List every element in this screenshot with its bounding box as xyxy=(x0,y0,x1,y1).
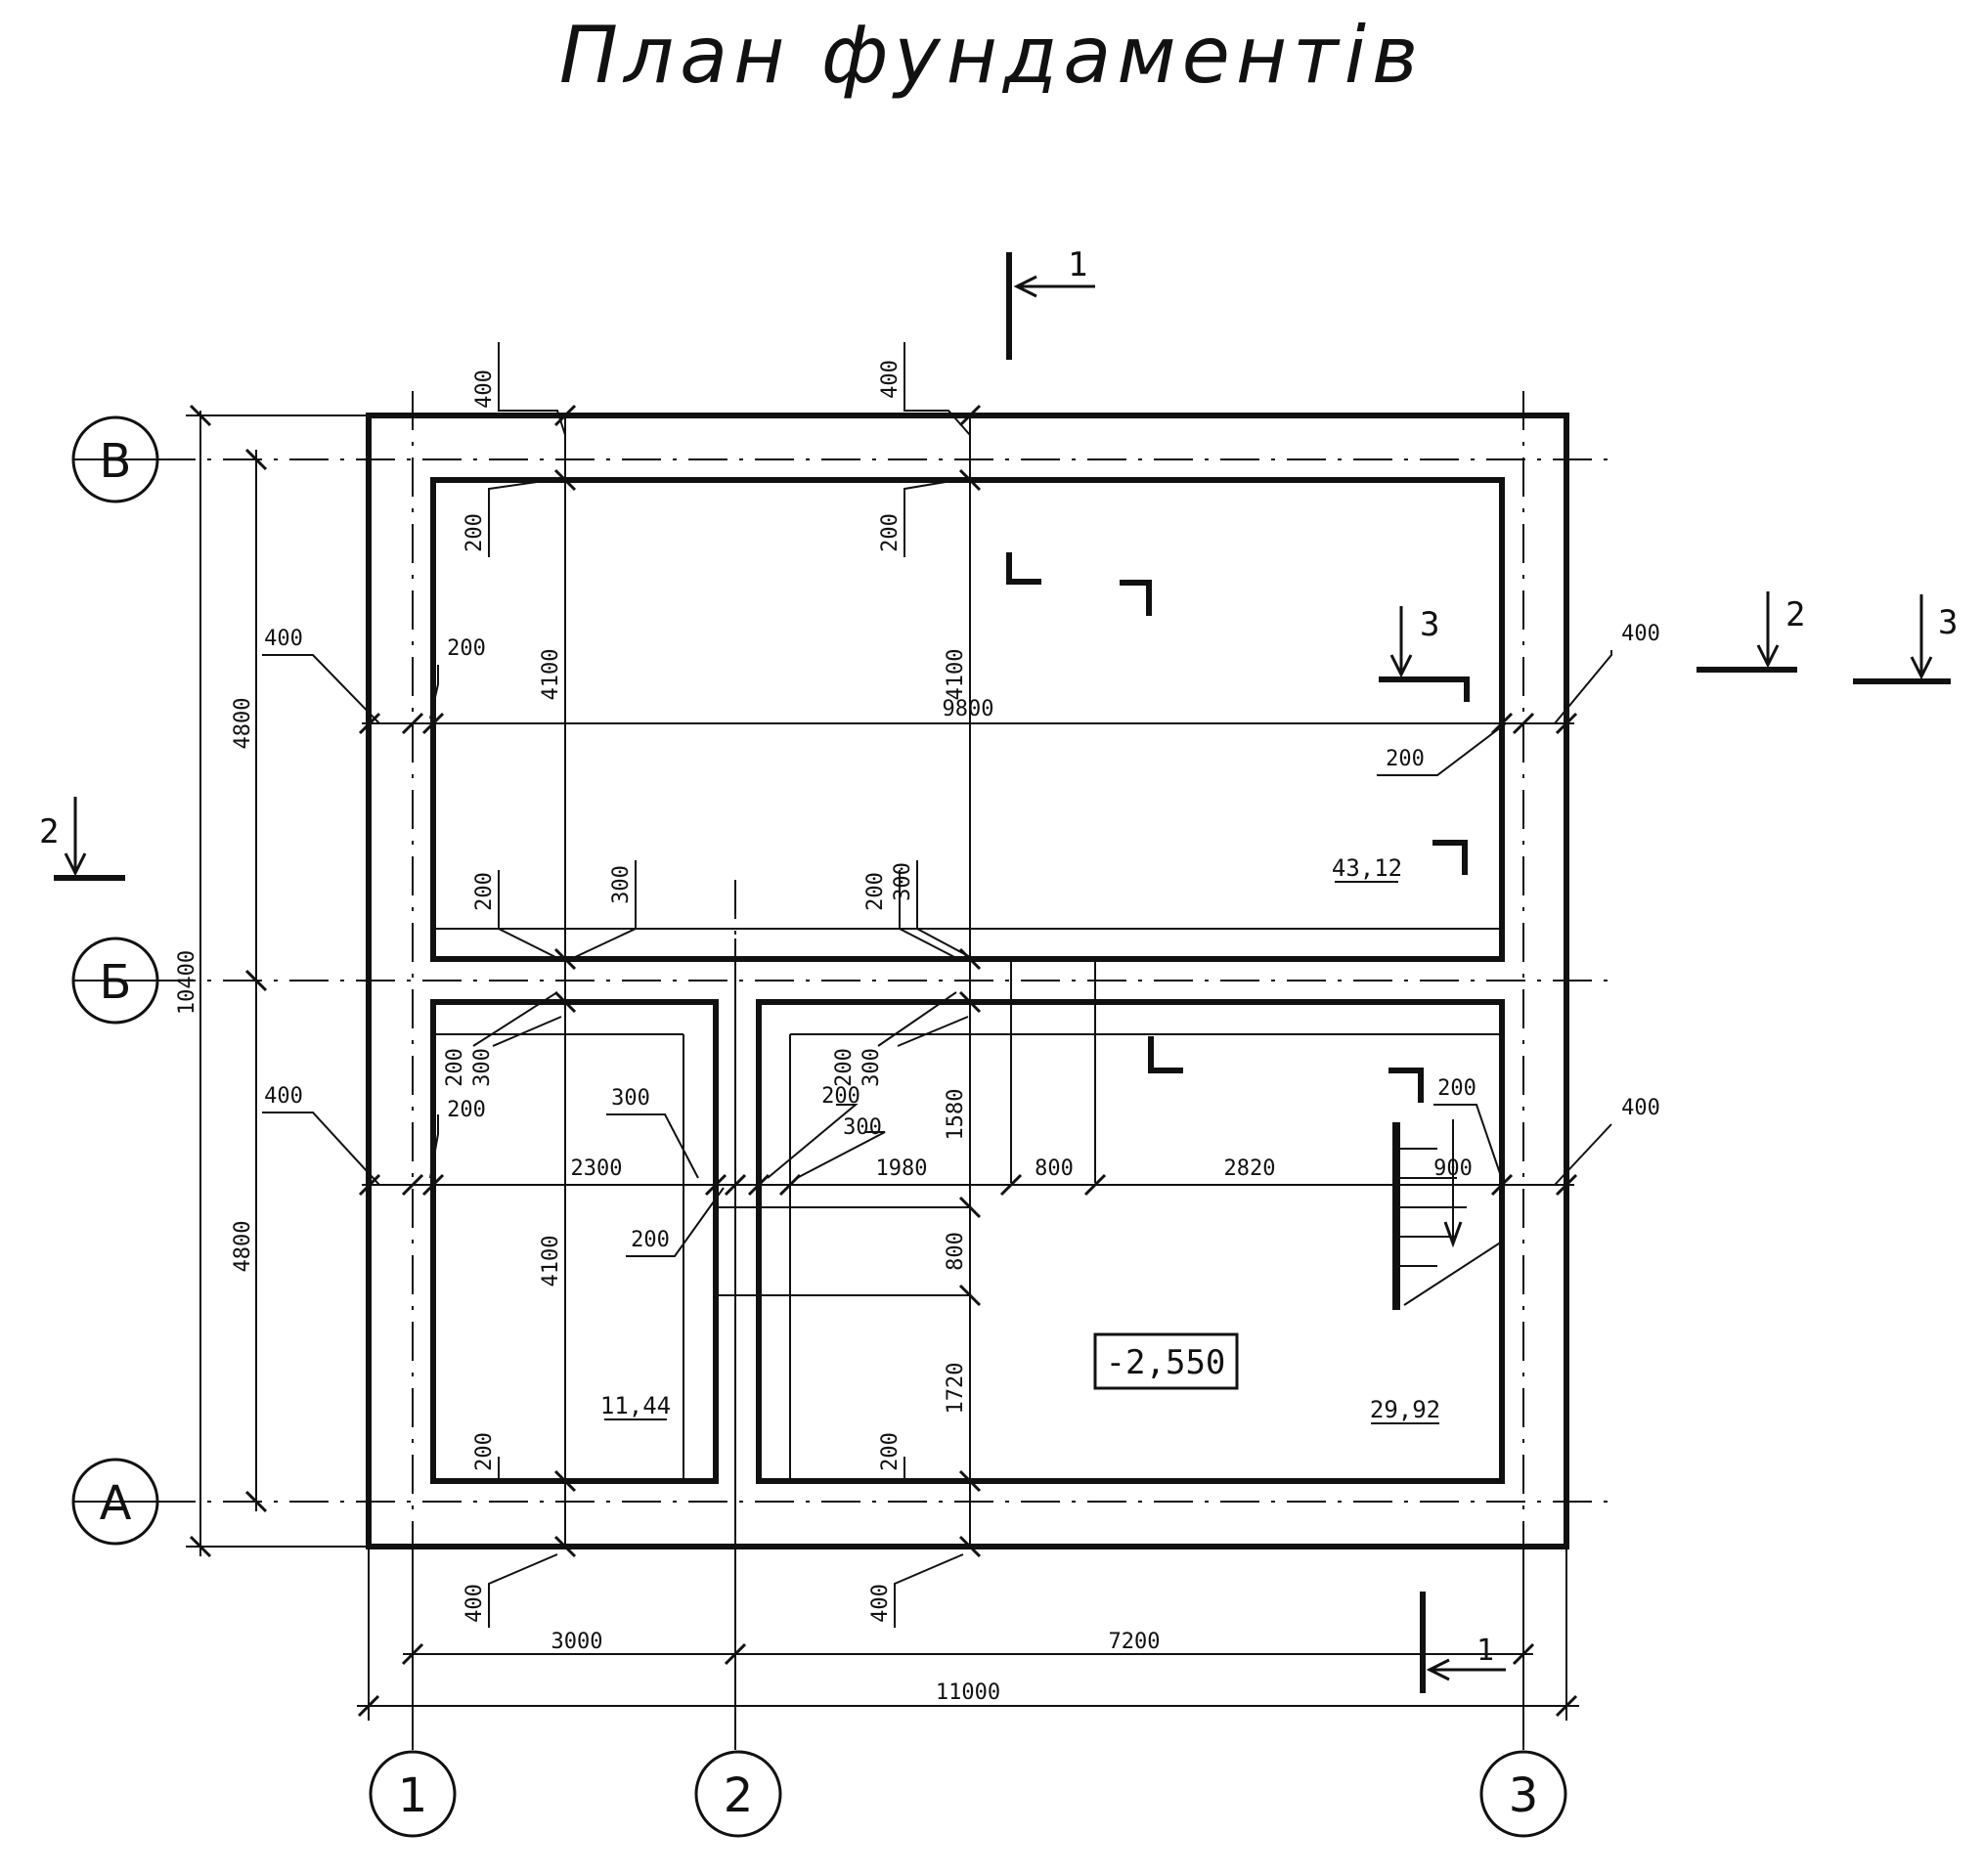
axis-bubble-2: 2 xyxy=(694,1750,782,1838)
footing-lines xyxy=(433,928,1502,1564)
dim-row-bottom: 4800 xyxy=(231,1221,255,1273)
interior-dim-lines xyxy=(362,415,1574,1547)
wall-thickness-labels: 400 400 200 200 400 200 400 200 200 300 … xyxy=(264,360,1660,1623)
svg-text:2: 2 xyxy=(1785,595,1805,634)
svg-text:1: 1 xyxy=(1476,1634,1494,1668)
svg-text:2: 2 xyxy=(39,812,59,851)
svg-text:200: 200 xyxy=(863,872,888,911)
area-bottom-right: 29,92 xyxy=(1370,1396,1440,1423)
room-areas: 43,12 11,44 29,92 xyxy=(600,854,1440,1424)
svg-text:3: 3 xyxy=(1509,1768,1539,1823)
svg-text:200: 200 xyxy=(821,1084,860,1109)
svg-text:300: 300 xyxy=(891,862,915,901)
stairs xyxy=(1392,1119,1503,1310)
dim-top-depth-left: 4100 xyxy=(539,649,563,701)
page-title: План фундаментів xyxy=(558,10,1425,101)
svg-text:300: 300 xyxy=(859,1048,884,1087)
svg-text:200: 200 xyxy=(463,513,487,552)
svg-text:200: 200 xyxy=(1386,747,1425,771)
foundation-walls xyxy=(366,413,1569,1549)
svg-text:400: 400 xyxy=(1621,622,1660,646)
svg-text:300: 300 xyxy=(843,1115,882,1140)
svg-text:200: 200 xyxy=(832,1048,857,1087)
svg-text:400: 400 xyxy=(1621,1096,1660,1120)
dim-bottom-right-b: 800 xyxy=(944,1232,968,1271)
svg-text:А: А xyxy=(100,1476,132,1531)
dim-row-top: 4800 xyxy=(231,698,255,750)
dim-bottom-right-c: 1720 xyxy=(944,1363,968,1415)
svg-text:1: 1 xyxy=(1068,245,1087,284)
dim-bottom-right-a: 1580 xyxy=(944,1089,968,1141)
svg-text:400: 400 xyxy=(463,1584,487,1623)
svg-text:1: 1 xyxy=(398,1768,428,1823)
dim-bottom-left-depth: 4100 xyxy=(539,1236,563,1287)
elevation-mark: -2,550 xyxy=(1093,1332,1239,1390)
dim-top-depth-right: 4100 xyxy=(944,649,968,701)
svg-text:400: 400 xyxy=(878,360,903,399)
axis-bubble-3: 3 xyxy=(1479,1750,1567,1838)
svg-text:300: 300 xyxy=(609,865,634,904)
svg-text:200: 200 xyxy=(1437,1076,1476,1101)
svg-text:200: 200 xyxy=(443,1048,467,1087)
svg-text:3: 3 xyxy=(1420,605,1439,644)
axis-bubble-А: А xyxy=(71,1458,159,1546)
svg-text:200: 200 xyxy=(447,636,486,661)
svg-text:400: 400 xyxy=(868,1584,893,1623)
svg-text:2: 2 xyxy=(724,1768,754,1823)
dim-overall-horizontal: 11000 xyxy=(936,1680,1000,1705)
dimension-texts: 10400 4800 4800 3000 7200 11000 9800 230… xyxy=(175,649,1473,1705)
svg-text:200: 200 xyxy=(472,872,497,911)
svg-text:3: 3 xyxy=(1938,603,1958,642)
dim-top-inner-length: 9800 xyxy=(943,697,994,721)
dim-room-right-b: 800 xyxy=(1035,1156,1074,1181)
svg-text:200: 200 xyxy=(878,1432,903,1471)
dim-room-left: 2300 xyxy=(571,1156,623,1181)
corner-marks xyxy=(1006,552,1470,1103)
svg-text:200: 200 xyxy=(631,1228,670,1252)
svg-text:200: 200 xyxy=(878,513,903,552)
dim-stair-width: 900 xyxy=(1433,1156,1473,1181)
svg-text:300: 300 xyxy=(470,1048,495,1087)
exterior-dimensions xyxy=(186,404,1579,1750)
axis-bubble-1: 1 xyxy=(369,1750,457,1838)
leader-lines xyxy=(262,342,1612,1628)
dim-col-1-2: 3000 xyxy=(551,1630,603,1654)
section-markers xyxy=(54,252,1951,1693)
area-top-room: 43,12 xyxy=(1332,854,1402,882)
dim-room-right-a: 1980 xyxy=(876,1156,928,1181)
section-numbers: 1 1 2 2 3 3 xyxy=(39,245,1958,1668)
dim-col-2-3: 7200 xyxy=(1109,1630,1161,1654)
svg-text:300: 300 xyxy=(611,1086,650,1111)
svg-text:400: 400 xyxy=(472,370,497,409)
dim-overall-vertical: 10400 xyxy=(175,950,199,1015)
svg-text:400: 400 xyxy=(264,627,303,651)
svg-text:В: В xyxy=(100,434,132,489)
svg-text:400: 400 xyxy=(264,1084,303,1109)
svg-text:200: 200 xyxy=(447,1098,486,1122)
axis-lines xyxy=(156,391,1613,1701)
dim-room-right-c: 2820 xyxy=(1224,1156,1276,1181)
svg-text:200: 200 xyxy=(472,1432,497,1471)
elevation-value: -2,550 xyxy=(1106,1343,1226,1382)
area-bottom-left: 11,44 xyxy=(600,1392,671,1419)
svg-text:Б: Б xyxy=(100,955,132,1010)
